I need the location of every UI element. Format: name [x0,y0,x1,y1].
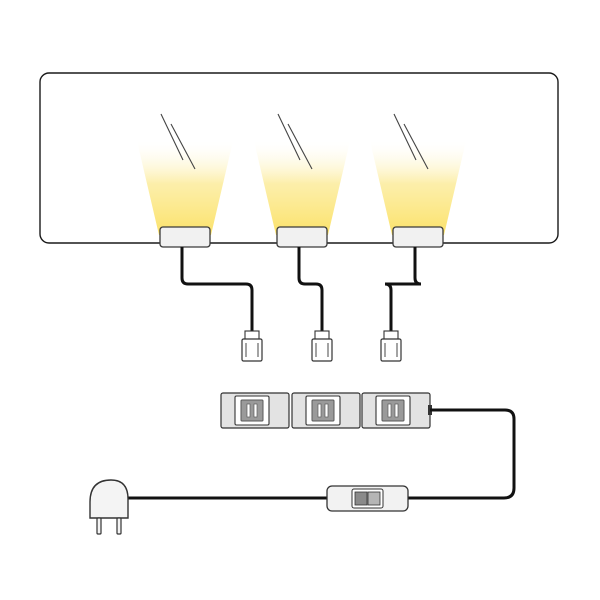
light-beam [254,141,350,235]
power-plug-icon [89,479,129,535]
socket-contact [246,403,251,418]
socket-opening [381,399,405,422]
glass-reflection-line [393,113,417,161]
glass-reflection-line [403,123,429,170]
mini-plug-icon [241,330,263,362]
light-beam [137,141,233,235]
light-cable-2 [297,247,324,331]
led-light-3 [370,113,466,248]
plug-housing [311,338,333,362]
switch-rocker-left[interactable] [354,491,368,506]
led-spotlight-icon [159,226,211,248]
glass-reflection-line [160,113,184,161]
light-beam [370,141,466,235]
plug-body [89,479,129,519]
plug-housing [241,338,263,362]
distributor-block-icon [220,392,432,429]
distributor-socket-3 [361,392,431,429]
led-light-1 [137,113,233,248]
distributor-socket-1 [220,392,290,429]
plug-pin-right [116,517,122,535]
led-lights [137,113,466,331]
light-cable-1 [180,247,254,331]
socket-contact [394,403,399,418]
socket-opening [240,399,264,422]
led-spotlight-icon [392,226,444,248]
plug-pin-left [96,517,102,535]
led-spotlight-icon [276,226,328,248]
glass-reflection-line [170,123,196,170]
socket-contact [317,403,322,418]
light-cable-3 [384,247,422,331]
light-connector-plugs [241,330,402,362]
distributor-to-switch-cable [408,408,516,500]
glass-reflection-line [287,123,313,170]
socket-contact [387,403,392,418]
inline-switch-icon[interactable] [326,485,409,512]
switch-rocker-right[interactable] [367,491,381,506]
socket-opening [311,399,335,422]
distributor-socket-2 [291,392,361,429]
mini-plug-icon [380,330,402,362]
plug-housing [380,338,402,362]
socket-contact [324,403,329,418]
socket-contact [253,403,258,418]
led-light-2 [254,113,350,248]
glass-reflection-line [277,113,301,161]
mini-plug-icon [311,330,333,362]
